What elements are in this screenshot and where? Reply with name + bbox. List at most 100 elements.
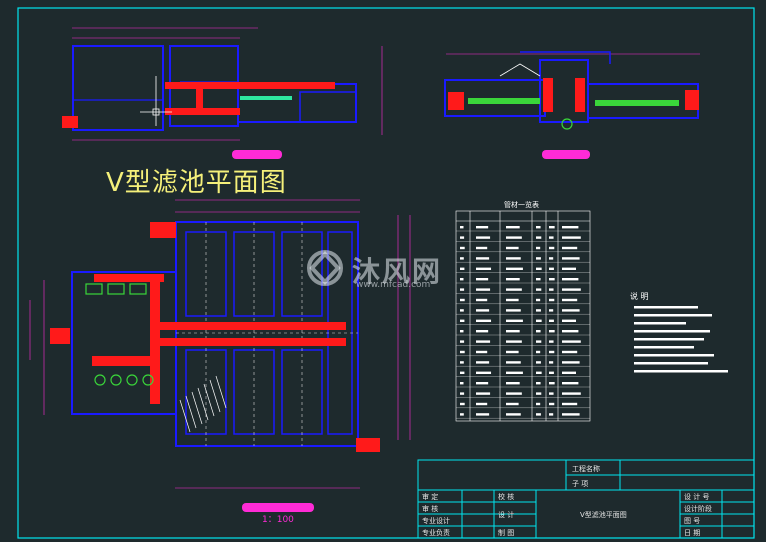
table-cell-mark (549, 392, 554, 395)
table-cell-mark (506, 350, 519, 354)
table-cell-mark (549, 288, 554, 291)
table-cell-mark (506, 413, 521, 416)
table-cell-mark (476, 319, 492, 322)
table-cell-mark (562, 246, 578, 250)
table-cell-mark (460, 350, 465, 354)
table-cell-mark (506, 330, 520, 333)
table-cell-mark (549, 257, 554, 260)
title-block-frame (417, 459, 755, 539)
material-table (455, 210, 591, 422)
table-cell-mark (476, 392, 491, 395)
table-cell-mark (536, 288, 542, 291)
table-cell-mark (506, 361, 521, 364)
table-cell-mark (562, 392, 581, 395)
table-cell-mark (562, 382, 579, 385)
title-block-left-2: 专业设计 (422, 517, 450, 525)
table-cell-mark (562, 330, 579, 333)
table-cell-mark (476, 246, 488, 250)
table-cell-mark (562, 288, 581, 291)
table-cell-mark (506, 246, 519, 250)
table-cell-mark (506, 371, 523, 374)
plan-view (29, 199, 411, 489)
table-cell-mark (506, 257, 521, 260)
table-cell-mark (562, 340, 581, 343)
material-table-rows (456, 226, 590, 419)
table-cell-mark (460, 319, 465, 322)
table-cell-mark (476, 309, 490, 312)
title-block-mid-0: 校 核 (498, 493, 515, 501)
section-view-1 (62, 27, 383, 141)
table-cell-mark (506, 267, 523, 270)
table-cell-mark (460, 392, 465, 395)
outer-frame (17, 7, 755, 539)
section-2-label (542, 150, 590, 159)
table-cell-mark (460, 298, 465, 302)
table-cell-mark (460, 257, 464, 260)
table-cell-mark (506, 340, 522, 343)
table-cell-mark (506, 319, 523, 322)
table-cell-mark (536, 236, 542, 239)
table-cell-mark (476, 278, 489, 281)
title-block-right-0: 设 计 号 (684, 493, 710, 501)
table-cell-mark (476, 413, 490, 416)
table-cell-mark (536, 257, 541, 260)
table-cell-mark (549, 226, 555, 229)
table-cell-mark (536, 330, 541, 333)
table-cell-mark (536, 382, 541, 385)
table-cell-mark (460, 246, 465, 250)
table-cell-mark (460, 402, 465, 406)
table-cell-mark (549, 340, 554, 343)
table-cell-mark (506, 392, 522, 395)
title-block-mid-1: 设 计 (498, 511, 515, 519)
table-cell-mark (476, 257, 490, 260)
table-cell-mark (476, 402, 488, 406)
table-cell-mark (562, 236, 581, 239)
table-cell-mark (549, 371, 554, 374)
table-cell-mark (536, 371, 542, 374)
table-cell-mark (536, 402, 541, 406)
table-cell-mark (506, 236, 522, 239)
table-cell-mark (562, 413, 580, 416)
table-cell-mark (476, 226, 489, 229)
table-cell-mark (536, 226, 541, 229)
table-cell-mark (549, 236, 554, 239)
table-cell-mark (549, 267, 554, 270)
table-cell-mark (476, 340, 491, 343)
table-cell-mark (460, 371, 465, 374)
table-cell-mark (476, 382, 489, 385)
table-cell-mark (476, 288, 491, 291)
table-cell-mark (549, 278, 555, 281)
table-cell-mark (562, 267, 576, 270)
table-cell-mark (562, 371, 576, 374)
drawing-title: V型滤池平面图 (106, 168, 287, 198)
table-cell-mark (476, 298, 488, 302)
table-cell-mark (536, 267, 542, 270)
watermark-text: 沐风网 (352, 255, 443, 288)
table-cell-mark (506, 382, 520, 385)
table-cell-mark (549, 319, 554, 322)
table-cell-mark (562, 350, 578, 354)
table-cell-mark (562, 361, 580, 364)
table-cell-mark (562, 309, 580, 312)
table-cell-mark (506, 309, 521, 312)
table-cell-mark (476, 330, 489, 333)
table-cell-mark (476, 267, 492, 270)
table-cell-mark (549, 413, 554, 416)
table-cell-mark (476, 350, 488, 354)
title-block-right-3: 日 期 (684, 529, 701, 537)
title-block-project-name: 工程名称 (572, 465, 600, 473)
table-cell-mark (460, 267, 465, 270)
table-cell-mark (562, 319, 576, 322)
title-block-right-2: 图 号 (684, 517, 701, 525)
section-view-2 (444, 51, 700, 130)
material-table-title: 管材一览表 (504, 201, 539, 209)
table-cell-mark (549, 350, 555, 354)
table-cell-mark (562, 402, 578, 406)
title-block-sub-item: 子 项 (572, 480, 589, 488)
table-cell-mark (460, 288, 465, 291)
table-cell-mark (549, 330, 555, 333)
table-cell-mark (536, 361, 541, 364)
plan-label (242, 503, 314, 512)
